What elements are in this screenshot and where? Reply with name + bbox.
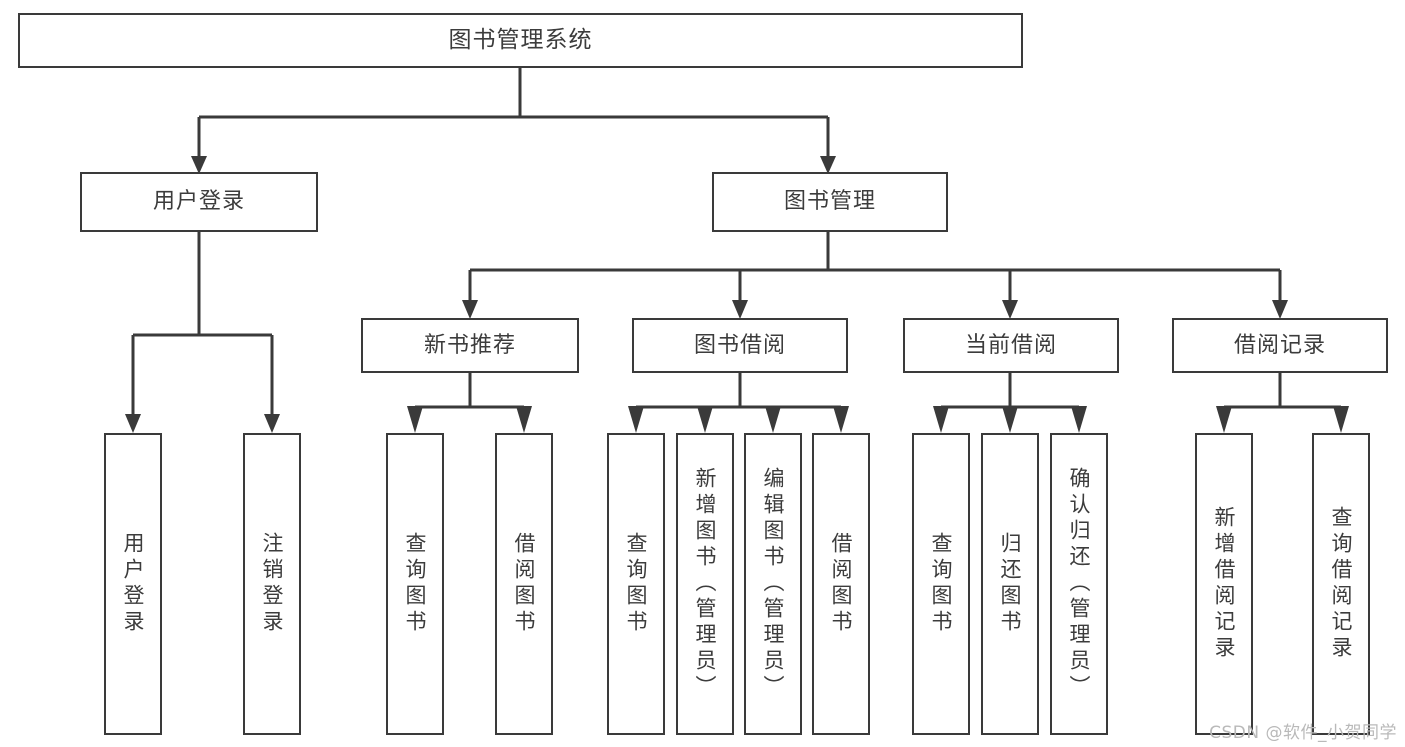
node-label: 确认归还（管理员） bbox=[1067, 467, 1092, 701]
leaf-confirm-return[interactable]: 确认归还（管理员） bbox=[1050, 433, 1108, 735]
node-book-manage[interactable]: 图书管理 bbox=[712, 172, 948, 232]
node-label: 查询图书 bbox=[403, 532, 428, 636]
node-borrow-record[interactable]: 借阅记录 bbox=[1172, 318, 1388, 373]
node-label: 新增图书（管理员） bbox=[693, 467, 718, 701]
node-label: 图书管理 bbox=[783, 189, 876, 214]
node-label: 用户登录 bbox=[121, 532, 146, 636]
node-label: 用户登录 bbox=[152, 189, 245, 214]
node-book-borrow[interactable]: 图书借阅 bbox=[632, 318, 848, 373]
node-label: 借阅图书 bbox=[512, 532, 537, 636]
node-label: 图书借阅 bbox=[693, 332, 786, 358]
leaf-borrow-book-2[interactable]: 借阅图书 bbox=[812, 433, 870, 735]
leaf-return-book[interactable]: 归还图书 bbox=[981, 433, 1039, 735]
leaf-borrow-book-1[interactable]: 借阅图书 bbox=[495, 433, 553, 735]
leaf-add-book[interactable]: 新增图书（管理员） bbox=[676, 433, 734, 735]
node-label: 查询图书 bbox=[929, 532, 954, 636]
node-label: 编辑图书（管理员） bbox=[761, 467, 786, 701]
node-label: 借阅记录 bbox=[1233, 332, 1326, 358]
node-new-book-recommend[interactable]: 新书推荐 bbox=[361, 318, 579, 373]
leaf-query-record[interactable]: 查询借阅记录 bbox=[1312, 433, 1370, 735]
leaf-edit-book[interactable]: 编辑图书（管理员） bbox=[744, 433, 802, 735]
node-user-login[interactable]: 用户登录 bbox=[80, 172, 318, 232]
node-root-book-management-system[interactable]: 图书管理系统 bbox=[18, 13, 1023, 68]
leaf-user-login[interactable]: 用户登录 bbox=[104, 433, 162, 735]
node-label: 查询借阅记录 bbox=[1329, 506, 1354, 662]
leaf-add-record[interactable]: 新增借阅记录 bbox=[1195, 433, 1253, 735]
leaf-query-book-3[interactable]: 查询图书 bbox=[912, 433, 970, 735]
node-label: 查询图书 bbox=[624, 532, 649, 636]
node-label: 图书管理系统 bbox=[448, 27, 593, 53]
leaf-query-book-2[interactable]: 查询图书 bbox=[607, 433, 665, 735]
leaf-query-book-1[interactable]: 查询图书 bbox=[386, 433, 444, 735]
leaf-logout-login[interactable]: 注销登录 bbox=[243, 433, 301, 735]
node-label: 借阅图书 bbox=[829, 532, 854, 636]
node-label: 当前借阅 bbox=[964, 332, 1057, 358]
watermark-text: CSDN @软件_小贺同学 bbox=[1209, 723, 1397, 743]
node-label: 新增借阅记录 bbox=[1212, 506, 1237, 662]
node-label: 注销登录 bbox=[260, 532, 285, 636]
node-label: 归还图书 bbox=[998, 532, 1023, 636]
node-label: 新书推荐 bbox=[423, 332, 516, 358]
node-current-borrow[interactable]: 当前借阅 bbox=[903, 318, 1119, 373]
